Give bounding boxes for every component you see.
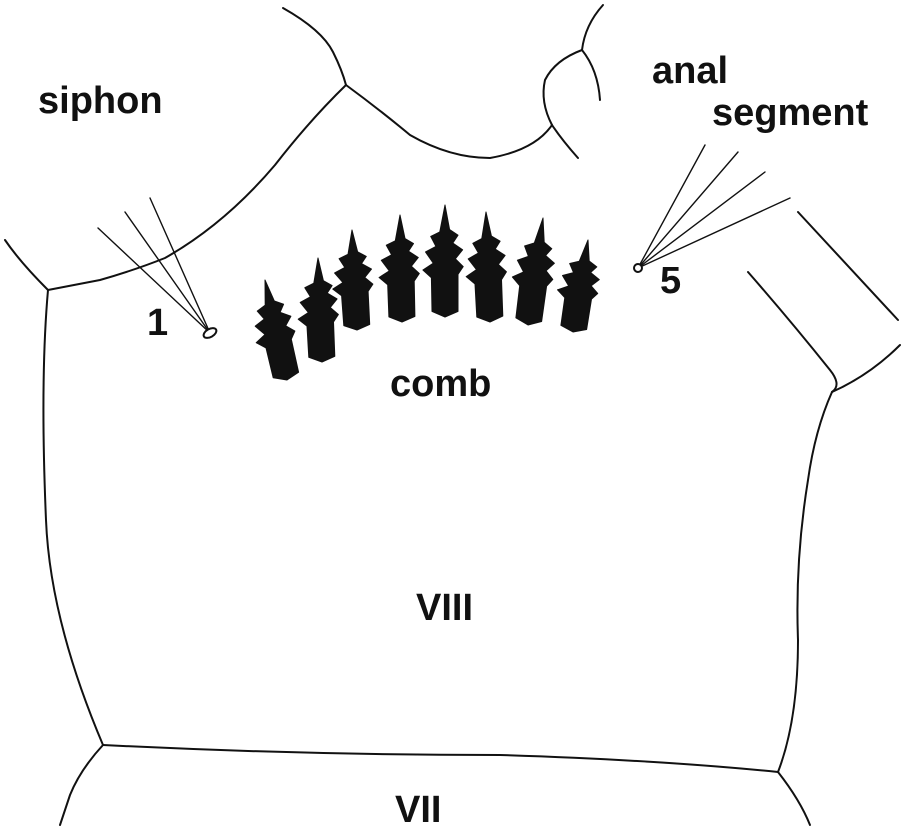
comb-scale — [255, 280, 298, 380]
comb-scales — [255, 205, 599, 380]
seta-1-label: 1 — [147, 302, 168, 344]
comb-scale — [379, 215, 419, 322]
seta-5 — [634, 145, 790, 272]
segment-vii-label: VII — [395, 789, 441, 831]
anal-segment-label-line1: anal — [652, 50, 728, 92]
comb-scale — [558, 240, 600, 332]
anal-segment-label-line2: segment — [712, 92, 869, 134]
comb-label: comb — [390, 363, 491, 405]
siphon-outline — [5, 8, 552, 290]
comb-scale — [298, 258, 338, 362]
seta-5-label: 5 — [660, 260, 681, 302]
comb-scale — [512, 218, 554, 325]
comb-scale — [466, 212, 506, 322]
comb-scale — [333, 230, 373, 330]
segment-viii-label: VIII — [416, 587, 473, 629]
comb-scale — [423, 205, 463, 317]
siphon-label: siphon — [38, 80, 163, 122]
seta-5-socket — [634, 264, 642, 272]
